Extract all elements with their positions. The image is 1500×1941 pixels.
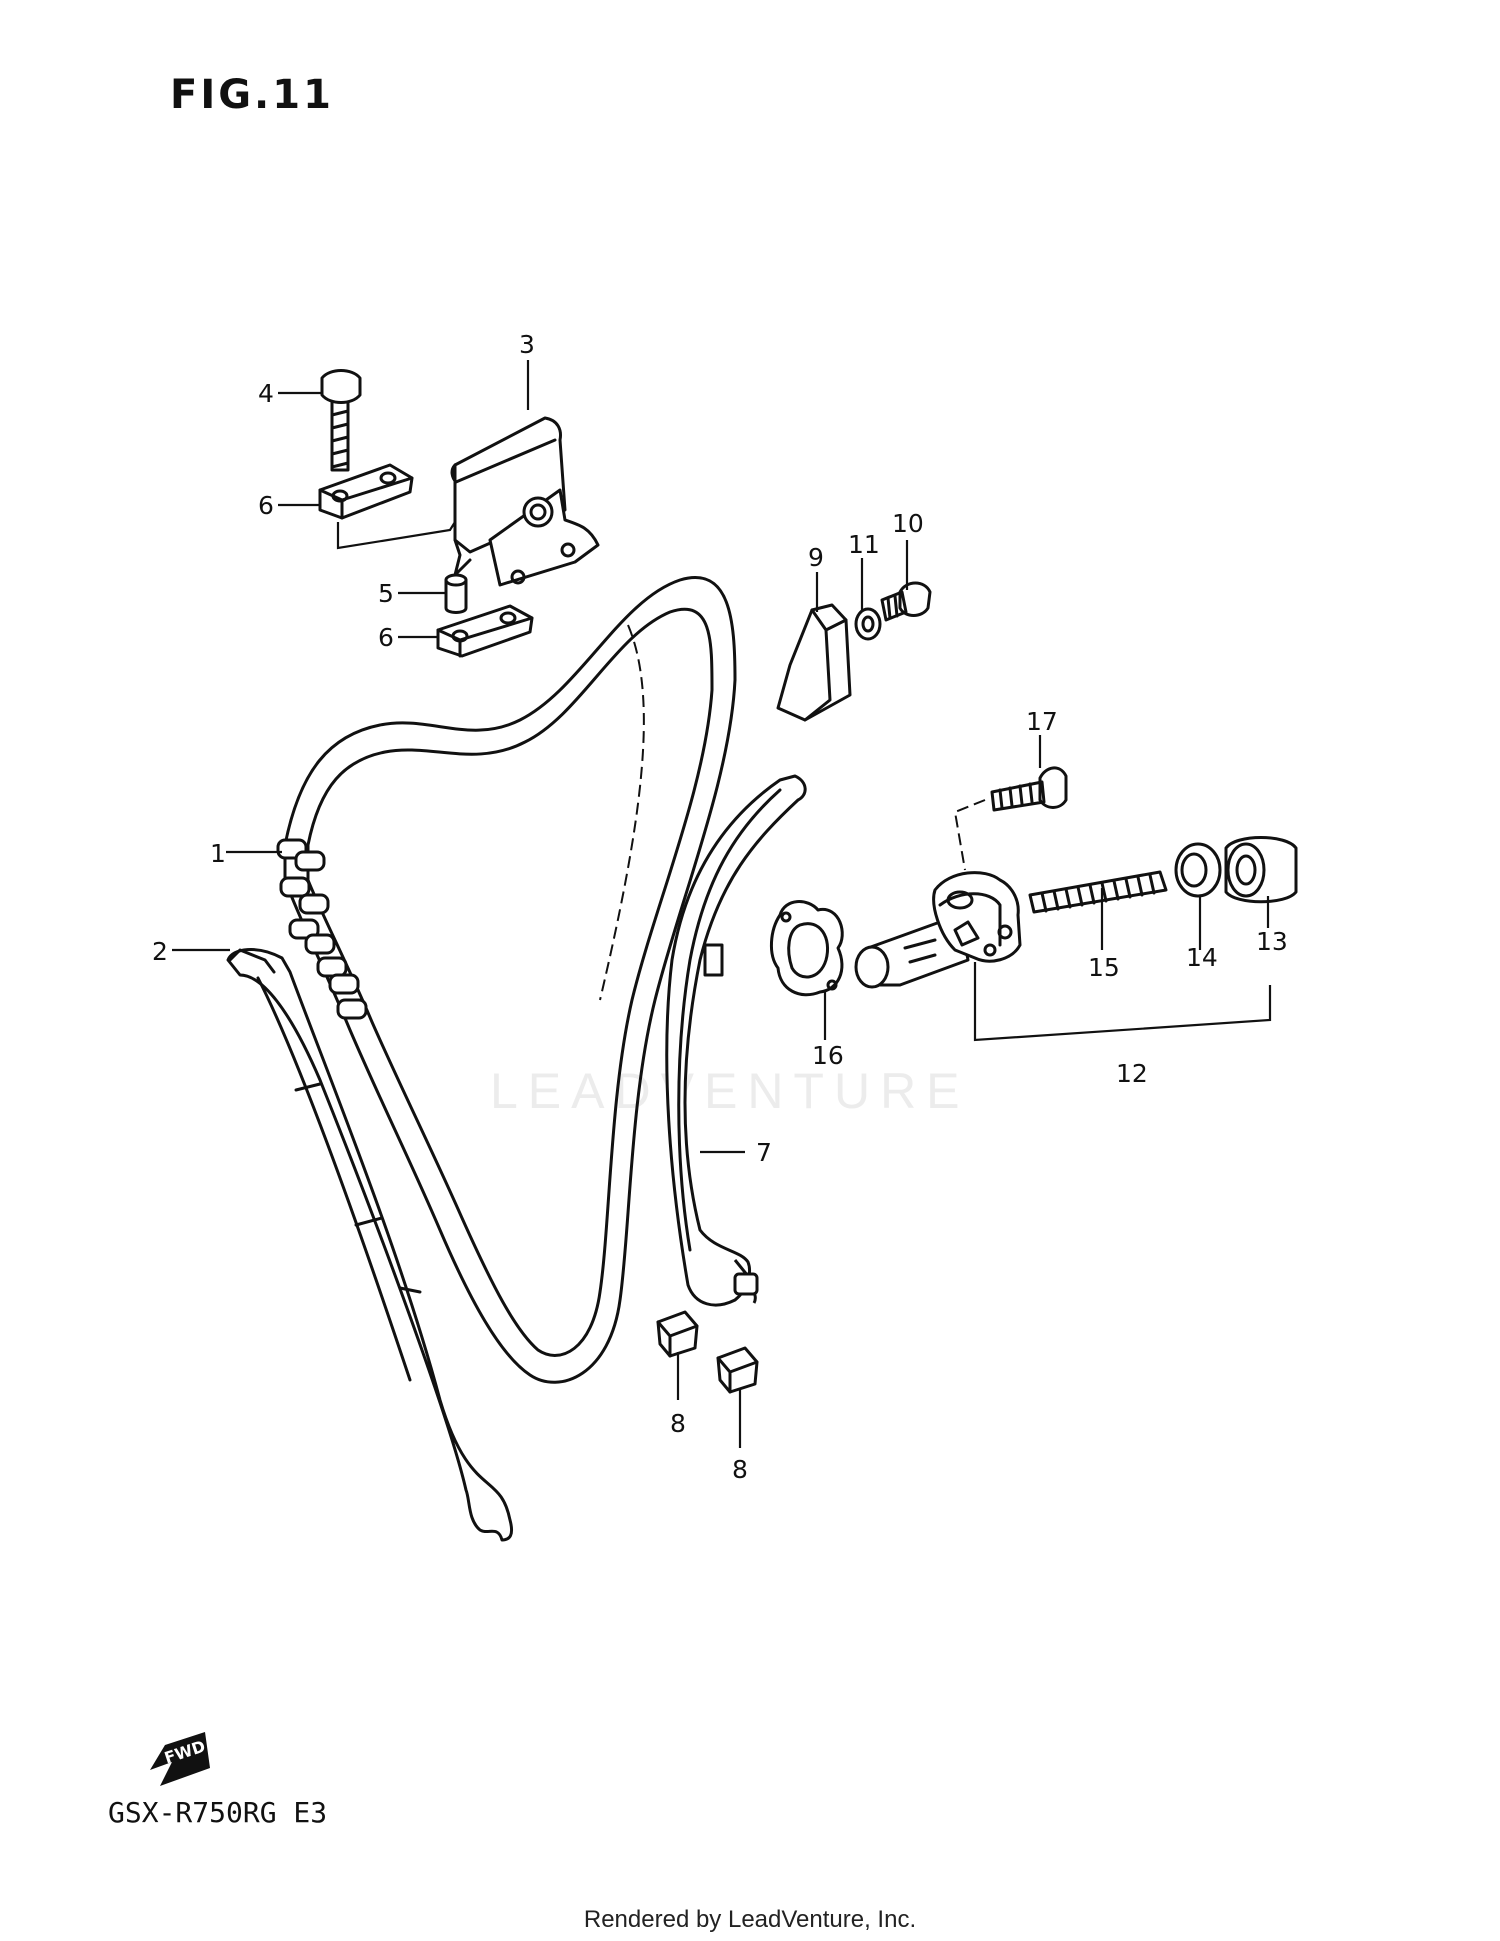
callout-14: 14	[1186, 943, 1218, 972]
fwd-arrow-icon	[150, 1732, 210, 1786]
spring-15-icon[interactable]	[1028, 870, 1168, 914]
callout-3: 3	[519, 330, 535, 359]
chain-links-icon	[276, 838, 368, 1020]
pad-8b-icon[interactable]	[716, 1346, 759, 1394]
leader-lines	[172, 360, 1272, 1448]
callout-1: 1	[210, 839, 226, 868]
bracket-6-upper-icon[interactable]	[318, 463, 414, 520]
callout-4: 4	[258, 379, 274, 408]
gasket-16-icon[interactable]	[770, 900, 844, 997]
bolt-4-icon[interactable]	[320, 369, 362, 472]
callout-8a: 8	[670, 1409, 686, 1438]
callout-7: 7	[756, 1138, 772, 1167]
callout-16: 16	[812, 1041, 844, 1070]
tensioner-guide[interactable]	[665, 774, 807, 1307]
chain-guide-strip[interactable]	[226, 948, 514, 1542]
bracket-6-lower-icon[interactable]	[436, 604, 534, 658]
model-code: GSX-R750RG E3	[108, 1796, 328, 1829]
callout-13: 13	[1256, 927, 1288, 956]
tensioner-assembly[interactable]	[854, 871, 1022, 989]
bolt-10-icon[interactable]	[880, 581, 932, 622]
callout-15: 15	[1088, 953, 1120, 982]
callout-12: 12	[1116, 1059, 1148, 1088]
guide-wedge-9-icon[interactable]	[776, 603, 852, 722]
callout-11: 11	[848, 530, 880, 559]
bolt-17-icon[interactable]	[990, 766, 1068, 812]
callout-9: 9	[808, 543, 824, 572]
washer-11-icon[interactable]	[854, 607, 882, 641]
footer-credit: Rendered by LeadVenture, Inc.	[583, 1906, 917, 1933]
cam-chain[interactable]	[276, 576, 737, 1384]
pad-8a-icon[interactable]	[656, 1310, 699, 1358]
dowel-pin-icon[interactable]	[444, 573, 468, 614]
callout-17: 17	[1026, 707, 1058, 736]
callout-6a: 6	[258, 491, 274, 520]
callout-2: 2	[152, 937, 168, 966]
cap-bolt-13-icon[interactable]	[1224, 836, 1298, 904]
callout-5: 5	[378, 579, 394, 608]
callout-6b: 6	[378, 623, 394, 652]
upper-chain-guide[interactable]	[450, 416, 600, 587]
figure-title: FIG.11	[170, 72, 334, 118]
callout-8b: 8	[732, 1455, 748, 1484]
oring-14-icon[interactable]	[1174, 842, 1222, 898]
watermark: LEADVENTURE	[490, 1063, 970, 1119]
callout-10: 10	[892, 509, 924, 538]
